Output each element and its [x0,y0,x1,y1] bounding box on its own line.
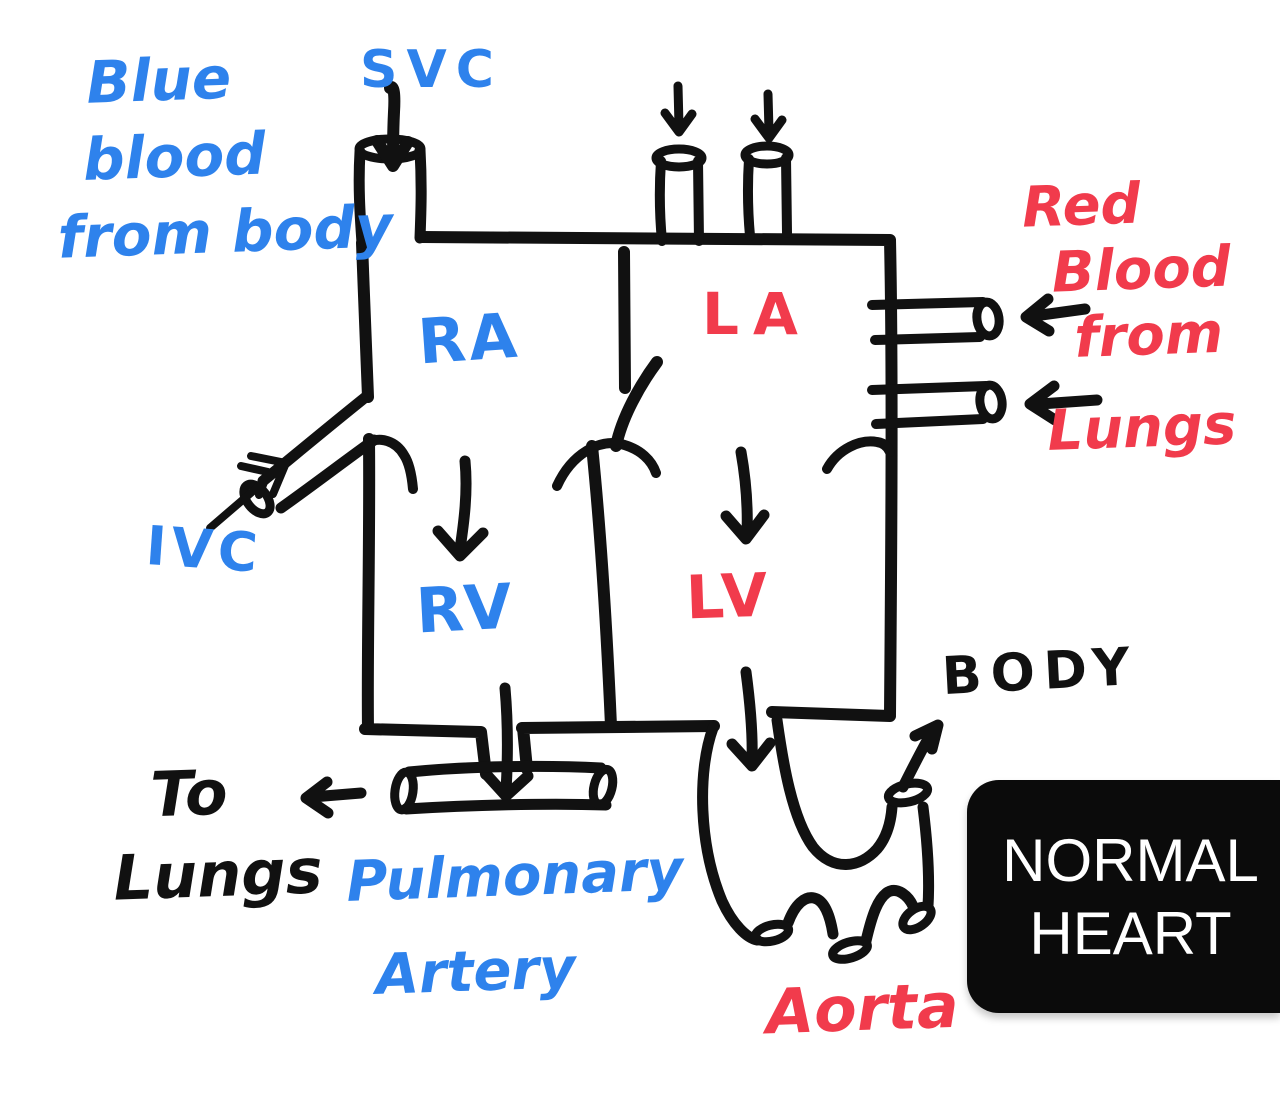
label-line: Lungs [112,834,324,915]
to-lungs-label: To Lungs [109,748,324,919]
pulmonary-artery-label: Pulmonary Artery [345,824,688,1024]
svc-flow-arrow-icon [371,81,414,172]
label-line: Red [1020,171,1142,241]
pv-top-flow-arrow-icons [660,81,787,143]
pv-right-tube1-opening [972,297,1004,341]
pulmonary-vein-right-tubes [867,297,1007,429]
pv-top-tube1-opening [651,144,707,172]
ivc-label: IVC [143,514,265,585]
pa-tube-sides [400,760,612,815]
badge-title-line: NORMAL [1002,826,1259,894]
pa-tube-left-opening [390,767,418,815]
la-label: LA [702,280,812,348]
svc-label: SVC [360,40,503,100]
pv-top-tube2-opening [740,141,794,169]
badge-title-line: HEART [1029,899,1232,967]
la-to-lv-arrow-icon [720,446,770,545]
ra-to-rv-arrow-icon [432,455,489,562]
pulmonary-vein-top-tubes [651,141,794,246]
valve-leaflets [363,434,895,494]
aorta-outline [697,714,935,947]
lv-to-aorta-arrow-icon [726,666,776,772]
aorta-branch1-opening [750,919,794,947]
red-blood-from-lungs-label: Red Blood from Lungs [1021,168,1237,465]
ivc-flow-arrow-icon [206,452,290,532]
label-line: Blue [85,43,233,117]
label-line: from body [56,192,394,272]
pa-tube-right-opening [588,764,618,810]
rv-label: RV [414,569,514,648]
ivc-tube-opening [239,479,275,519]
to-lungs-arrow-icon [300,776,367,819]
label-line: from [1072,300,1224,371]
heart-walls [356,231,898,780]
pv-right-tube2-opening [975,380,1007,424]
label-line: Artery [374,935,577,1008]
pv-top-tube-sides [654,153,792,246]
ivc-tube-sides [257,390,380,514]
aorta-branch3-opening [898,901,936,935]
lv-label: LV [684,560,774,634]
to-body-arrow-icon [897,719,944,793]
label-line: Pulmonary [345,838,685,915]
rv-to-pa-arrow-icon [480,682,534,802]
aorta-branch2-opening [828,936,872,964]
body-label: BODY [940,636,1141,708]
normal-heart-badge: NORMAL HEART [967,780,1280,1013]
pv-right-tube-sides [867,297,991,429]
label-line: Lungs [1045,392,1237,464]
pulmonary-artery-tube [390,760,618,815]
svc-tube-sides [353,144,427,249]
label-line: To [149,755,229,832]
pv-right-flow-arrow-icons [1020,293,1103,426]
aorta-label: Aorta [764,968,960,1049]
ra-label: RA [415,298,523,379]
label-line: Blood [1050,234,1232,306]
blue-blood-from-body-label: Blue blood from body [51,34,394,277]
label-line: blood [81,119,267,194]
